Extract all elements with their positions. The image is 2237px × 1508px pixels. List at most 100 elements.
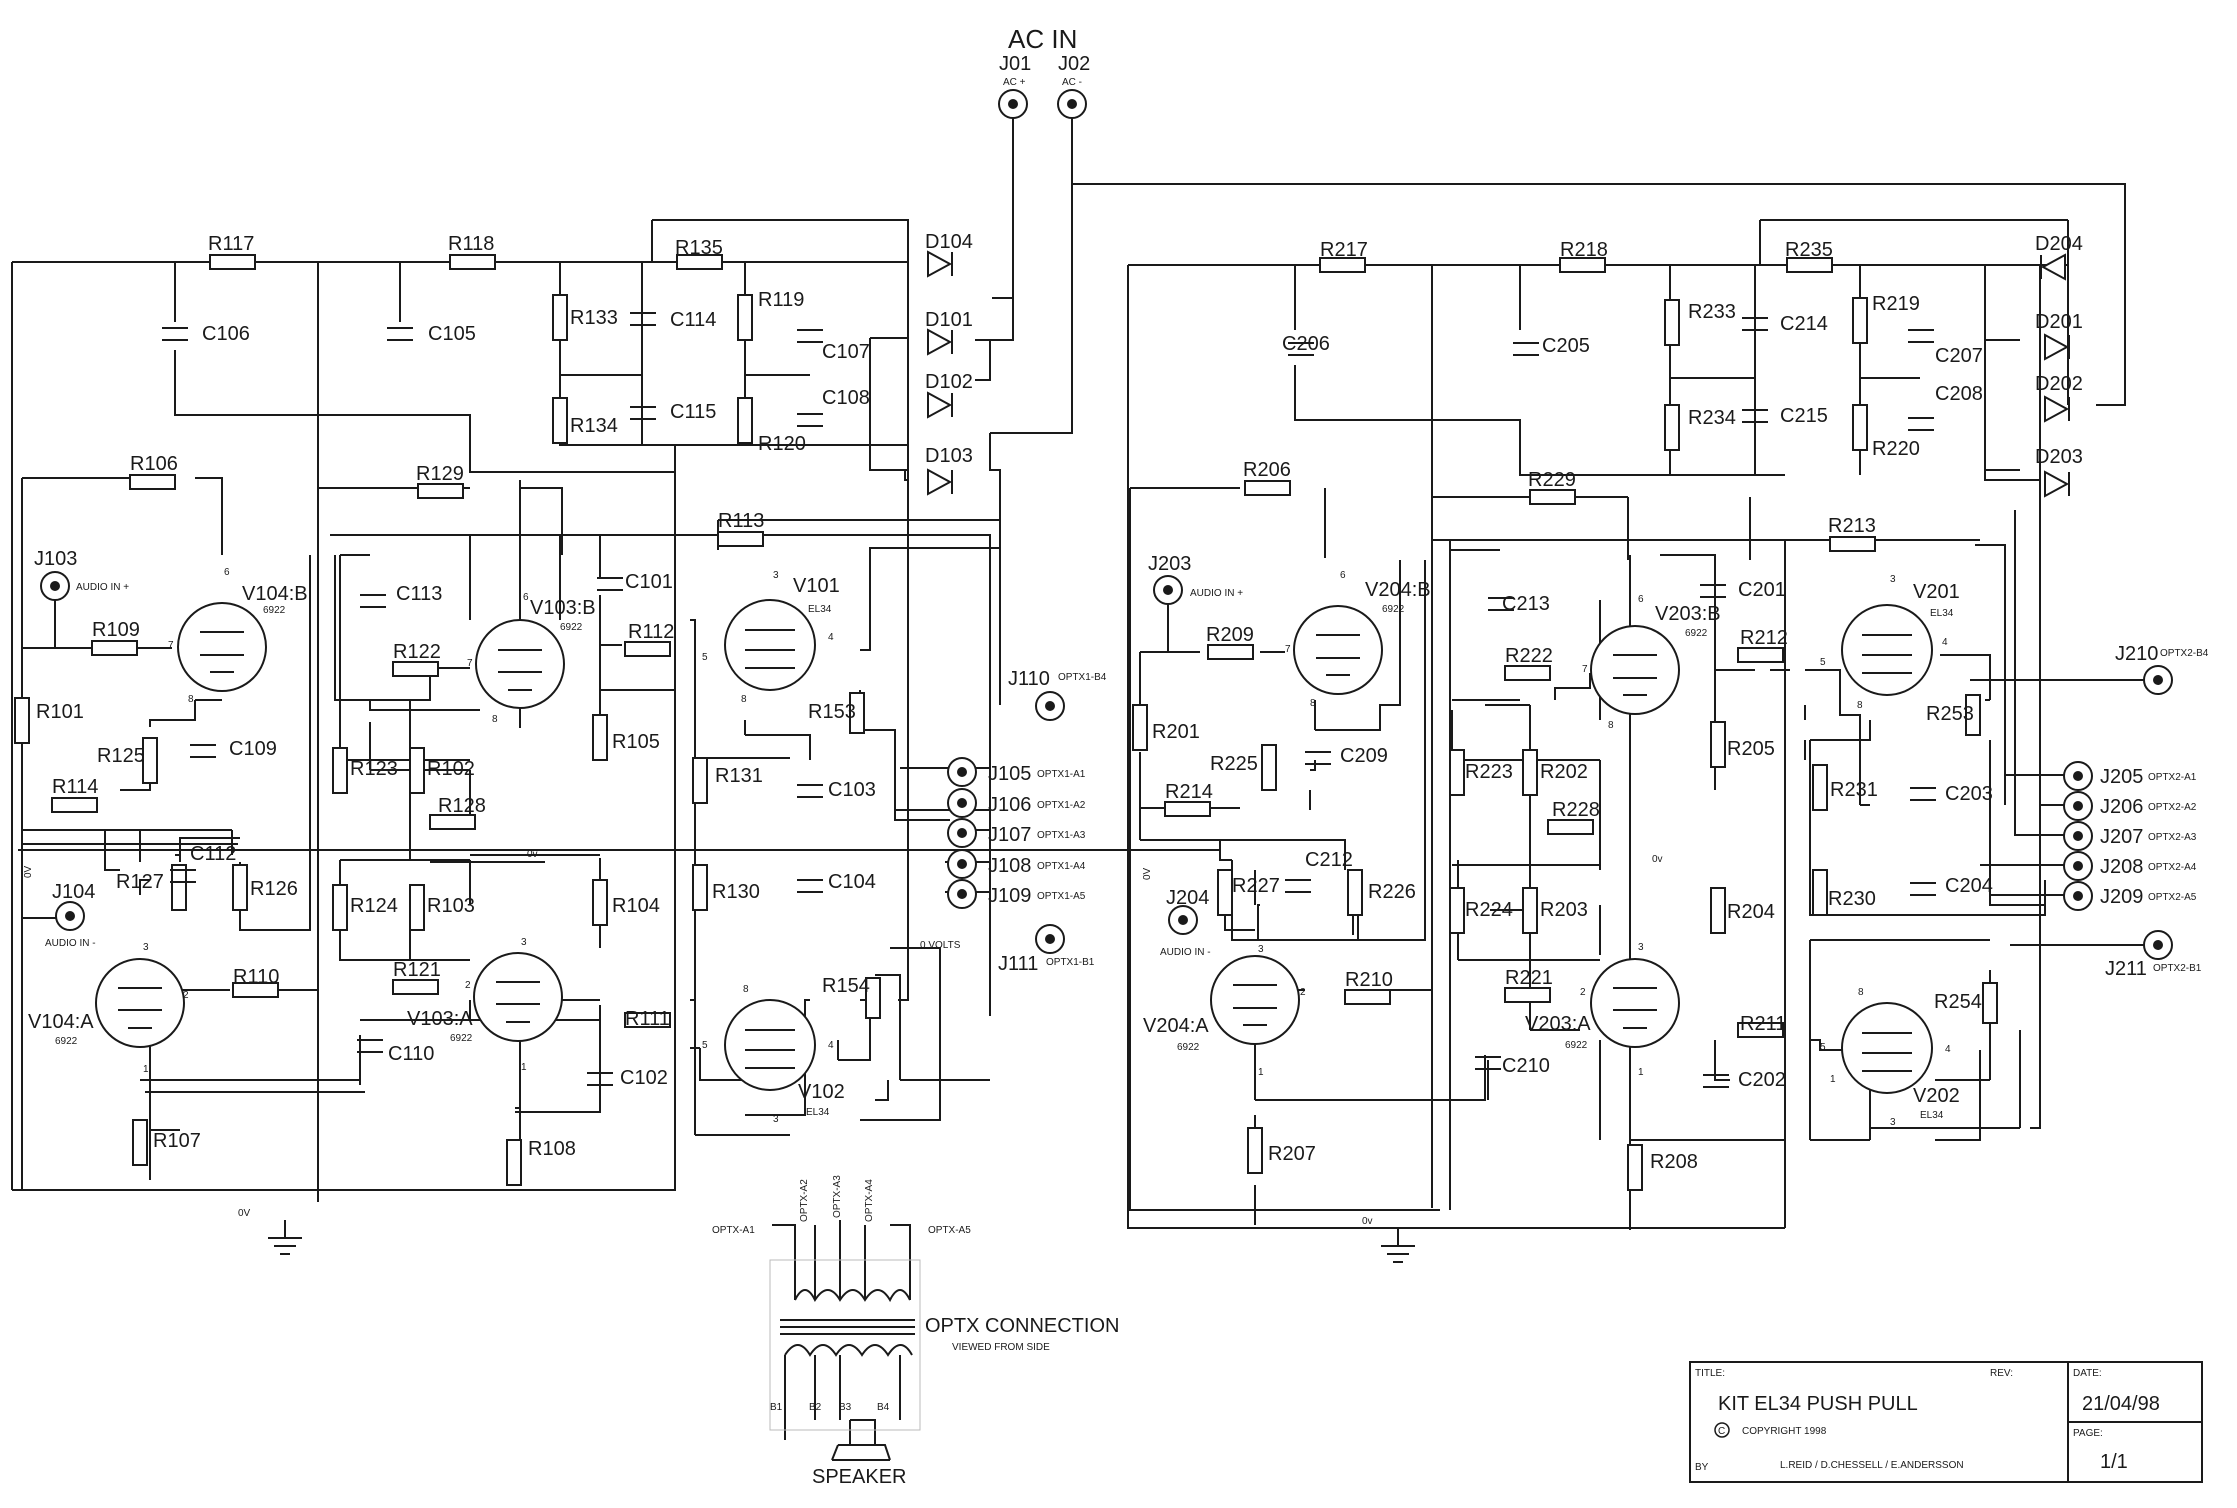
- label-v204a: V204:A: [1143, 1015, 1209, 1037]
- pin-label: 6: [523, 592, 529, 603]
- label-r125: R125: [97, 745, 145, 767]
- authors: L.REID / D.CHESSELL / E.ANDERSSON: [1780, 1460, 1964, 1471]
- optx-a2-label: OPTX-A2: [799, 1179, 810, 1222]
- label-r135: R135: [675, 237, 723, 259]
- label-j106: J106: [988, 794, 1031, 816]
- tube-v102: [724, 999, 816, 1091]
- page-label: PAGE:: [2073, 1428, 2103, 1439]
- label-j210-sub: OPTX2-B4: [2160, 648, 2209, 659]
- optx-a1-label: OPTX-A1: [712, 1225, 755, 1236]
- label-j205-sub: OPTX2-A1: [2148, 772, 2197, 783]
- label-r219: R219: [1872, 293, 1920, 315]
- j01-connector: [998, 89, 1028, 119]
- label-c213: C213: [1502, 593, 1550, 615]
- label-v201: V201: [1913, 581, 1960, 603]
- label-c206: C206: [1282, 333, 1330, 355]
- label-v203b: V203:B: [1655, 603, 1721, 625]
- label-r107: R107: [153, 1130, 201, 1152]
- pin-label: 8: [1857, 700, 1863, 711]
- label-d101: D101: [925, 309, 973, 331]
- pin-label: 8: [1310, 698, 1316, 709]
- label-r101: R101: [36, 701, 84, 723]
- right-channel-wiring: [1127, 219, 2160, 1230]
- pin-label: 3: [1258, 944, 1264, 955]
- label-j209: J209: [2100, 886, 2143, 908]
- j01-label: J01: [999, 53, 1031, 75]
- label-r114: R114: [52, 776, 98, 798]
- pin-label: 3: [1638, 942, 1644, 953]
- j02-connector: [1057, 89, 1087, 119]
- label-c115: C115: [670, 401, 716, 423]
- resistor-bodies: [14, 254, 1998, 1191]
- left-labels: R117 R118 R135 R133 R134 R119 R120 R106 …: [28, 231, 1107, 1160]
- pin-label: 3: [773, 1114, 779, 1125]
- label-r213: R213: [1828, 515, 1876, 537]
- by-label: BY: [1695, 1462, 1709, 1473]
- pin-label: 1: [1638, 1067, 1644, 1078]
- b3-label: B3: [839, 1402, 852, 1413]
- label-j207: J207: [2100, 826, 2143, 848]
- pin-label: 3: [773, 570, 779, 581]
- label-j203: J203: [1148, 553, 1191, 575]
- label-j204-sub: AUDIO IN -: [1160, 947, 1211, 958]
- label-c212: C212: [1305, 849, 1353, 871]
- label-j107-sub: OPTX1-A3: [1037, 830, 1086, 841]
- drawing-date: 21/04/98: [2082, 1393, 2160, 1415]
- label-r118: R118: [448, 233, 494, 255]
- label-j106-sub: OPTX1-A2: [1037, 800, 1086, 811]
- pin-label: 1: [143, 1064, 149, 1075]
- label-c106: C106: [202, 323, 250, 345]
- label-r103: R103: [427, 895, 475, 917]
- tube-v202: [1841, 1002, 1933, 1094]
- pin-label: 5: [1820, 1042, 1826, 1053]
- label-c205: C205: [1542, 335, 1590, 357]
- label-r209: R209: [1206, 624, 1254, 646]
- tube-v201: [1841, 604, 1933, 696]
- pin-label: 7: [1582, 664, 1588, 675]
- label-d201: D201: [2035, 311, 2083, 333]
- label-r235: R235: [1785, 239, 1833, 261]
- label-c207: C207: [1935, 345, 1983, 367]
- pin-label: 3: [1890, 1117, 1896, 1128]
- label-r226: R226: [1368, 881, 1416, 903]
- label-r230: R230: [1828, 888, 1876, 910]
- label-d102: D102: [925, 371, 973, 393]
- label-r220: R220: [1872, 438, 1920, 460]
- label-j108: J108: [988, 855, 1031, 877]
- label-r227: R227: [1232, 875, 1280, 897]
- label-r206: R206: [1243, 459, 1291, 481]
- label-c202: C202: [1738, 1069, 1786, 1091]
- tube-v204b: [1293, 605, 1383, 695]
- label-c107: C107: [822, 341, 870, 363]
- ac-in-label: AC IN: [1008, 24, 1077, 54]
- label-r202: R202: [1540, 761, 1588, 783]
- label-r122: R122: [393, 641, 441, 663]
- pin-label: 7: [467, 658, 473, 669]
- tube-v103a: [473, 952, 563, 1042]
- pin-label: 8: [1858, 987, 1864, 998]
- rev-label: REV:: [1990, 1368, 2013, 1379]
- label-r225: R225: [1210, 753, 1258, 775]
- label-c204: C204: [1945, 875, 1993, 897]
- date-label: DATE:: [2073, 1368, 2102, 1379]
- label-c110: C110: [388, 1043, 434, 1065]
- label-r204: R204: [1727, 901, 1775, 923]
- label-r119: R119: [758, 289, 804, 311]
- net-0v-left: 0V: [238, 1208, 251, 1219]
- label-j104: J104: [52, 881, 95, 903]
- label-r201: R201: [1152, 721, 1200, 743]
- label-r214: R214: [1165, 781, 1213, 803]
- capacitor-symbols: [162, 312, 1936, 1088]
- label-r154: R154: [822, 975, 870, 997]
- diode-symbols: [927, 250, 2070, 498]
- label-c101: C101: [625, 571, 673, 593]
- label-v202-type: EL34: [1920, 1110, 1944, 1121]
- label-v104b-type: 6922: [263, 605, 286, 616]
- tube-v203b: [1590, 625, 1680, 715]
- optx-a3-label: OPTX-A3: [832, 1175, 843, 1218]
- label-j204: J204: [1166, 887, 1209, 909]
- label-v103a-type: 6922: [450, 1033, 473, 1044]
- label-r231: R231: [1830, 779, 1878, 801]
- label-j211-sub: OPTX2-B1: [2153, 963, 2202, 974]
- optx-connection-subtitle: VIEWED FROM SIDE: [952, 1342, 1050, 1353]
